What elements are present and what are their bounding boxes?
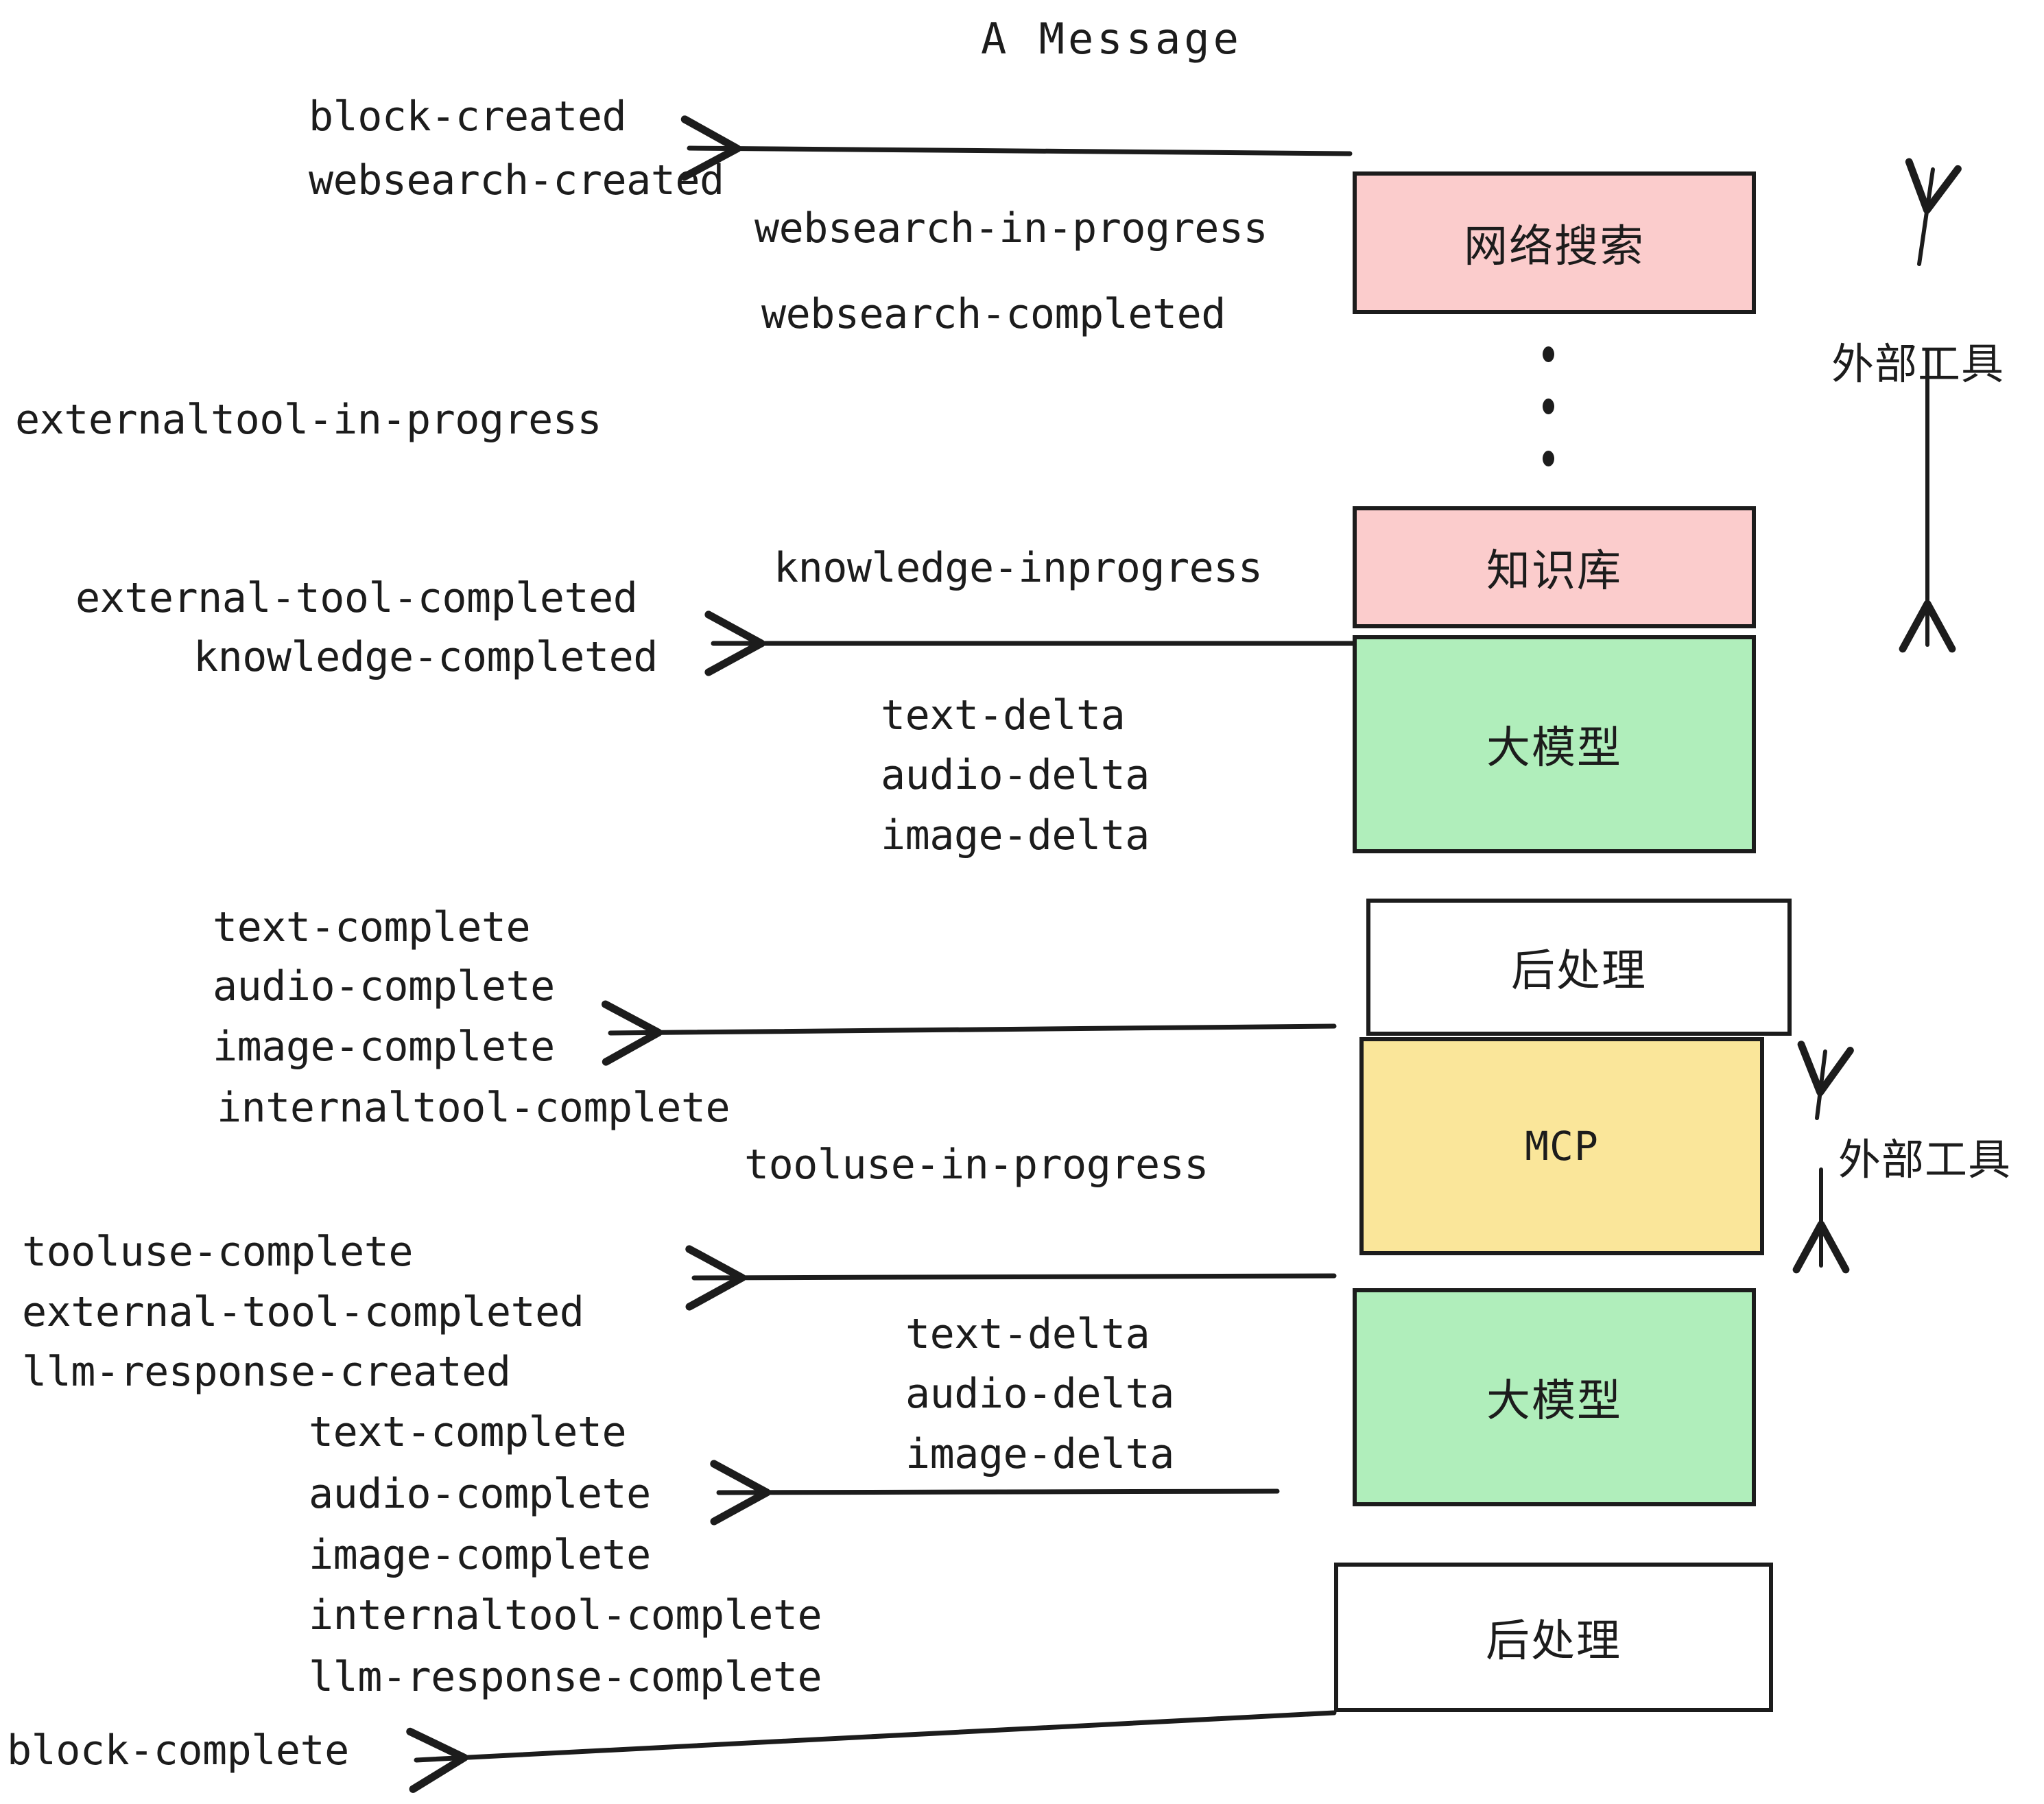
event-label-image-delta-1: image-delta — [881, 811, 1150, 859]
node-websearch[interactable]: 网络搜索 — [1353, 171, 1756, 314]
node-llm-top-label: 大模型 — [1486, 723, 1622, 774]
event-label-websearch-completed: websearch-completed — [761, 290, 1226, 338]
event-label-internaltool-complete-1: internaltool-complete — [217, 1084, 730, 1132]
event-label-text-complete-1: text-complete — [213, 903, 531, 951]
event-label-external-tool-completed-2: external-tool-completed — [22, 1288, 584, 1336]
arrow-postprocess-to-block-complete — [406, 1710, 1337, 1793]
event-label-externaltool-in-progress: externaltool-in-progress — [15, 396, 602, 444]
node-postprocess-top-label: 后处理 — [1511, 946, 1647, 997]
node-postprocess-top[interactable]: 后处理 — [1366, 899, 1792, 1036]
event-label-image-complete-1: image-complete — [213, 1023, 555, 1071]
node-postprocess-bottom-label: 后处理 — [1486, 1616, 1621, 1667]
event-label-audio-delta-2: audio-delta — [905, 1370, 1174, 1418]
node-llm-top[interactable]: 大模型 — [1353, 635, 1756, 853]
event-label-image-complete-2: image-complete — [309, 1531, 651, 1579]
event-label-tooluse-in-progress: tooluse-in-progress — [744, 1141, 1209, 1189]
node-llm-bottom[interactable]: 大模型 — [1353, 1288, 1756, 1506]
event-label-text-delta-2: text-delta — [905, 1310, 1150, 1358]
event-label-external-tool-completed-1: external-tool-completed — [75, 574, 638, 622]
page-title: A Message — [981, 14, 1242, 64]
event-label-text-complete-2: text-complete — [309, 1408, 627, 1456]
external-tool-label-bottom: 外部工具 — [1838, 1135, 2012, 1185]
arrow-mcp-to-tooluse-complete — [685, 1245, 1337, 1311]
event-label-websearch-in-progress: websearch-in-progress — [754, 204, 1268, 252]
event-label-text-delta-1: text-delta — [881, 691, 1126, 739]
external-tool-label-top: 外部工具 — [1831, 339, 2005, 389]
node-mcp[interactable]: MCP — [1359, 1037, 1764, 1255]
event-label-audio-complete-2: audio-complete — [309, 1470, 651, 1518]
event-label-websearch-created: websearch-created — [309, 156, 724, 204]
event-label-internaltool-complete-2: internaltool-complete — [309, 1591, 822, 1639]
arrow-postprocess-to-image-complete — [602, 1000, 1337, 1066]
arrow-websearch-to-block-created — [680, 115, 1353, 181]
node-llm-bottom-label: 大模型 — [1486, 1376, 1622, 1427]
event-label-image-delta-2: image-delta — [905, 1430, 1174, 1478]
event-label-block-created: block-created — [309, 93, 627, 141]
event-label-audio-delta-1: audio-delta — [881, 751, 1150, 799]
event-label-tooluse-complete: tooluse-complete — [22, 1228, 413, 1276]
event-label-llm-response-complete: llm-response-complete — [309, 1653, 822, 1701]
external-tool-span-bottom — [1792, 1041, 1854, 1274]
node-knowledge-label: 知识库 — [1486, 546, 1622, 597]
arrow-llm-to-audio-complete — [710, 1460, 1280, 1526]
node-knowledge[interactable]: 知识库 — [1353, 506, 1756, 628]
event-label-knowledge-completed: knowledge-completed — [193, 633, 658, 681]
event-label-knowledge-inprogress: knowledge-inprogress — [774, 544, 1263, 592]
external-tool-span-top — [1899, 158, 1962, 653]
node-websearch-label: 网络搜索 — [1464, 222, 1645, 272]
event-label-block-complete: block-complete — [7, 1726, 349, 1775]
vertical-ellipsis-icon — [1541, 346, 1555, 466]
node-mcp-label: MCP — [1525, 1123, 1599, 1170]
event-label-audio-complete-1: audio-complete — [213, 962, 555, 1010]
node-postprocess-bottom[interactable]: 后处理 — [1334, 1563, 1773, 1712]
event-label-llm-response-created: llm-response-created — [22, 1348, 511, 1396]
